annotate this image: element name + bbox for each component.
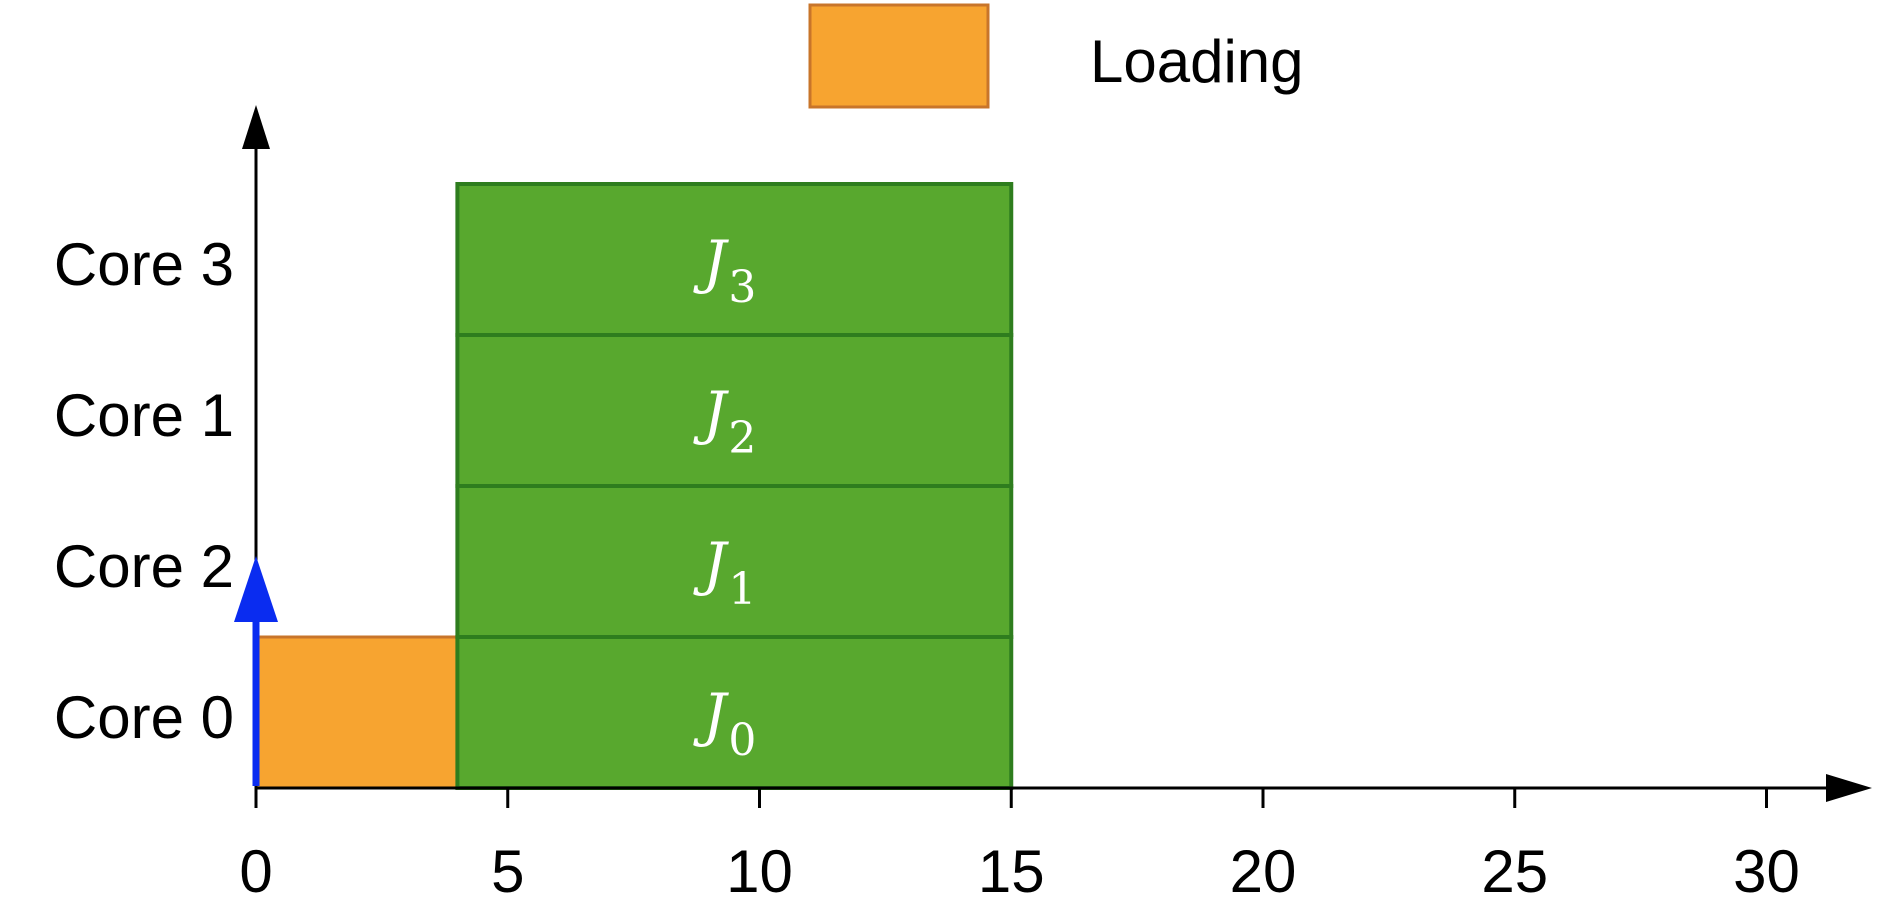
loading-bar-0 <box>254 635 459 790</box>
tick-label-15: 15 <box>978 838 1045 905</box>
row-label-core-2: Core 2 <box>54 533 234 600</box>
tick-label-0: 0 <box>239 838 272 905</box>
legend-swatch-loading <box>808 3 990 109</box>
job-bar-0 <box>455 635 1014 790</box>
x-axis-ticks: 0 5 10 15 20 25 30 <box>239 788 1800 905</box>
tick-label-30: 30 <box>1733 838 1800 905</box>
tick-label-5: 5 <box>491 838 524 905</box>
y-axis-arrow-icon <box>242 105 270 149</box>
job-bar-2 <box>455 333 1014 488</box>
job-subscript-3: 3 <box>728 262 756 313</box>
arrival-arrow-icon <box>234 556 278 622</box>
tick-label-25: 25 <box>1481 838 1548 905</box>
row-labels: Core 0 Core 2 Core 1 Core 3 <box>54 231 234 751</box>
row-label-core-3: Core 3 <box>54 231 234 298</box>
job-subscript-1: 1 <box>728 564 756 615</box>
row-label-core-1: Core 1 <box>54 382 234 449</box>
job-subscript-0: 0 <box>728 715 756 766</box>
x-axis-arrow-icon <box>1826 774 1872 802</box>
arrival-marker <box>234 556 278 786</box>
legend-label-loading: Loading <box>1090 28 1304 95</box>
job-bar-3 <box>455 182 1014 337</box>
legend: Loading <box>808 3 1304 109</box>
row-label-core-0: Core 0 <box>54 684 234 751</box>
tick-label-20: 20 <box>1230 838 1297 905</box>
job-subscript-2: 2 <box>728 413 756 464</box>
tick-label-10: 10 <box>726 838 793 905</box>
